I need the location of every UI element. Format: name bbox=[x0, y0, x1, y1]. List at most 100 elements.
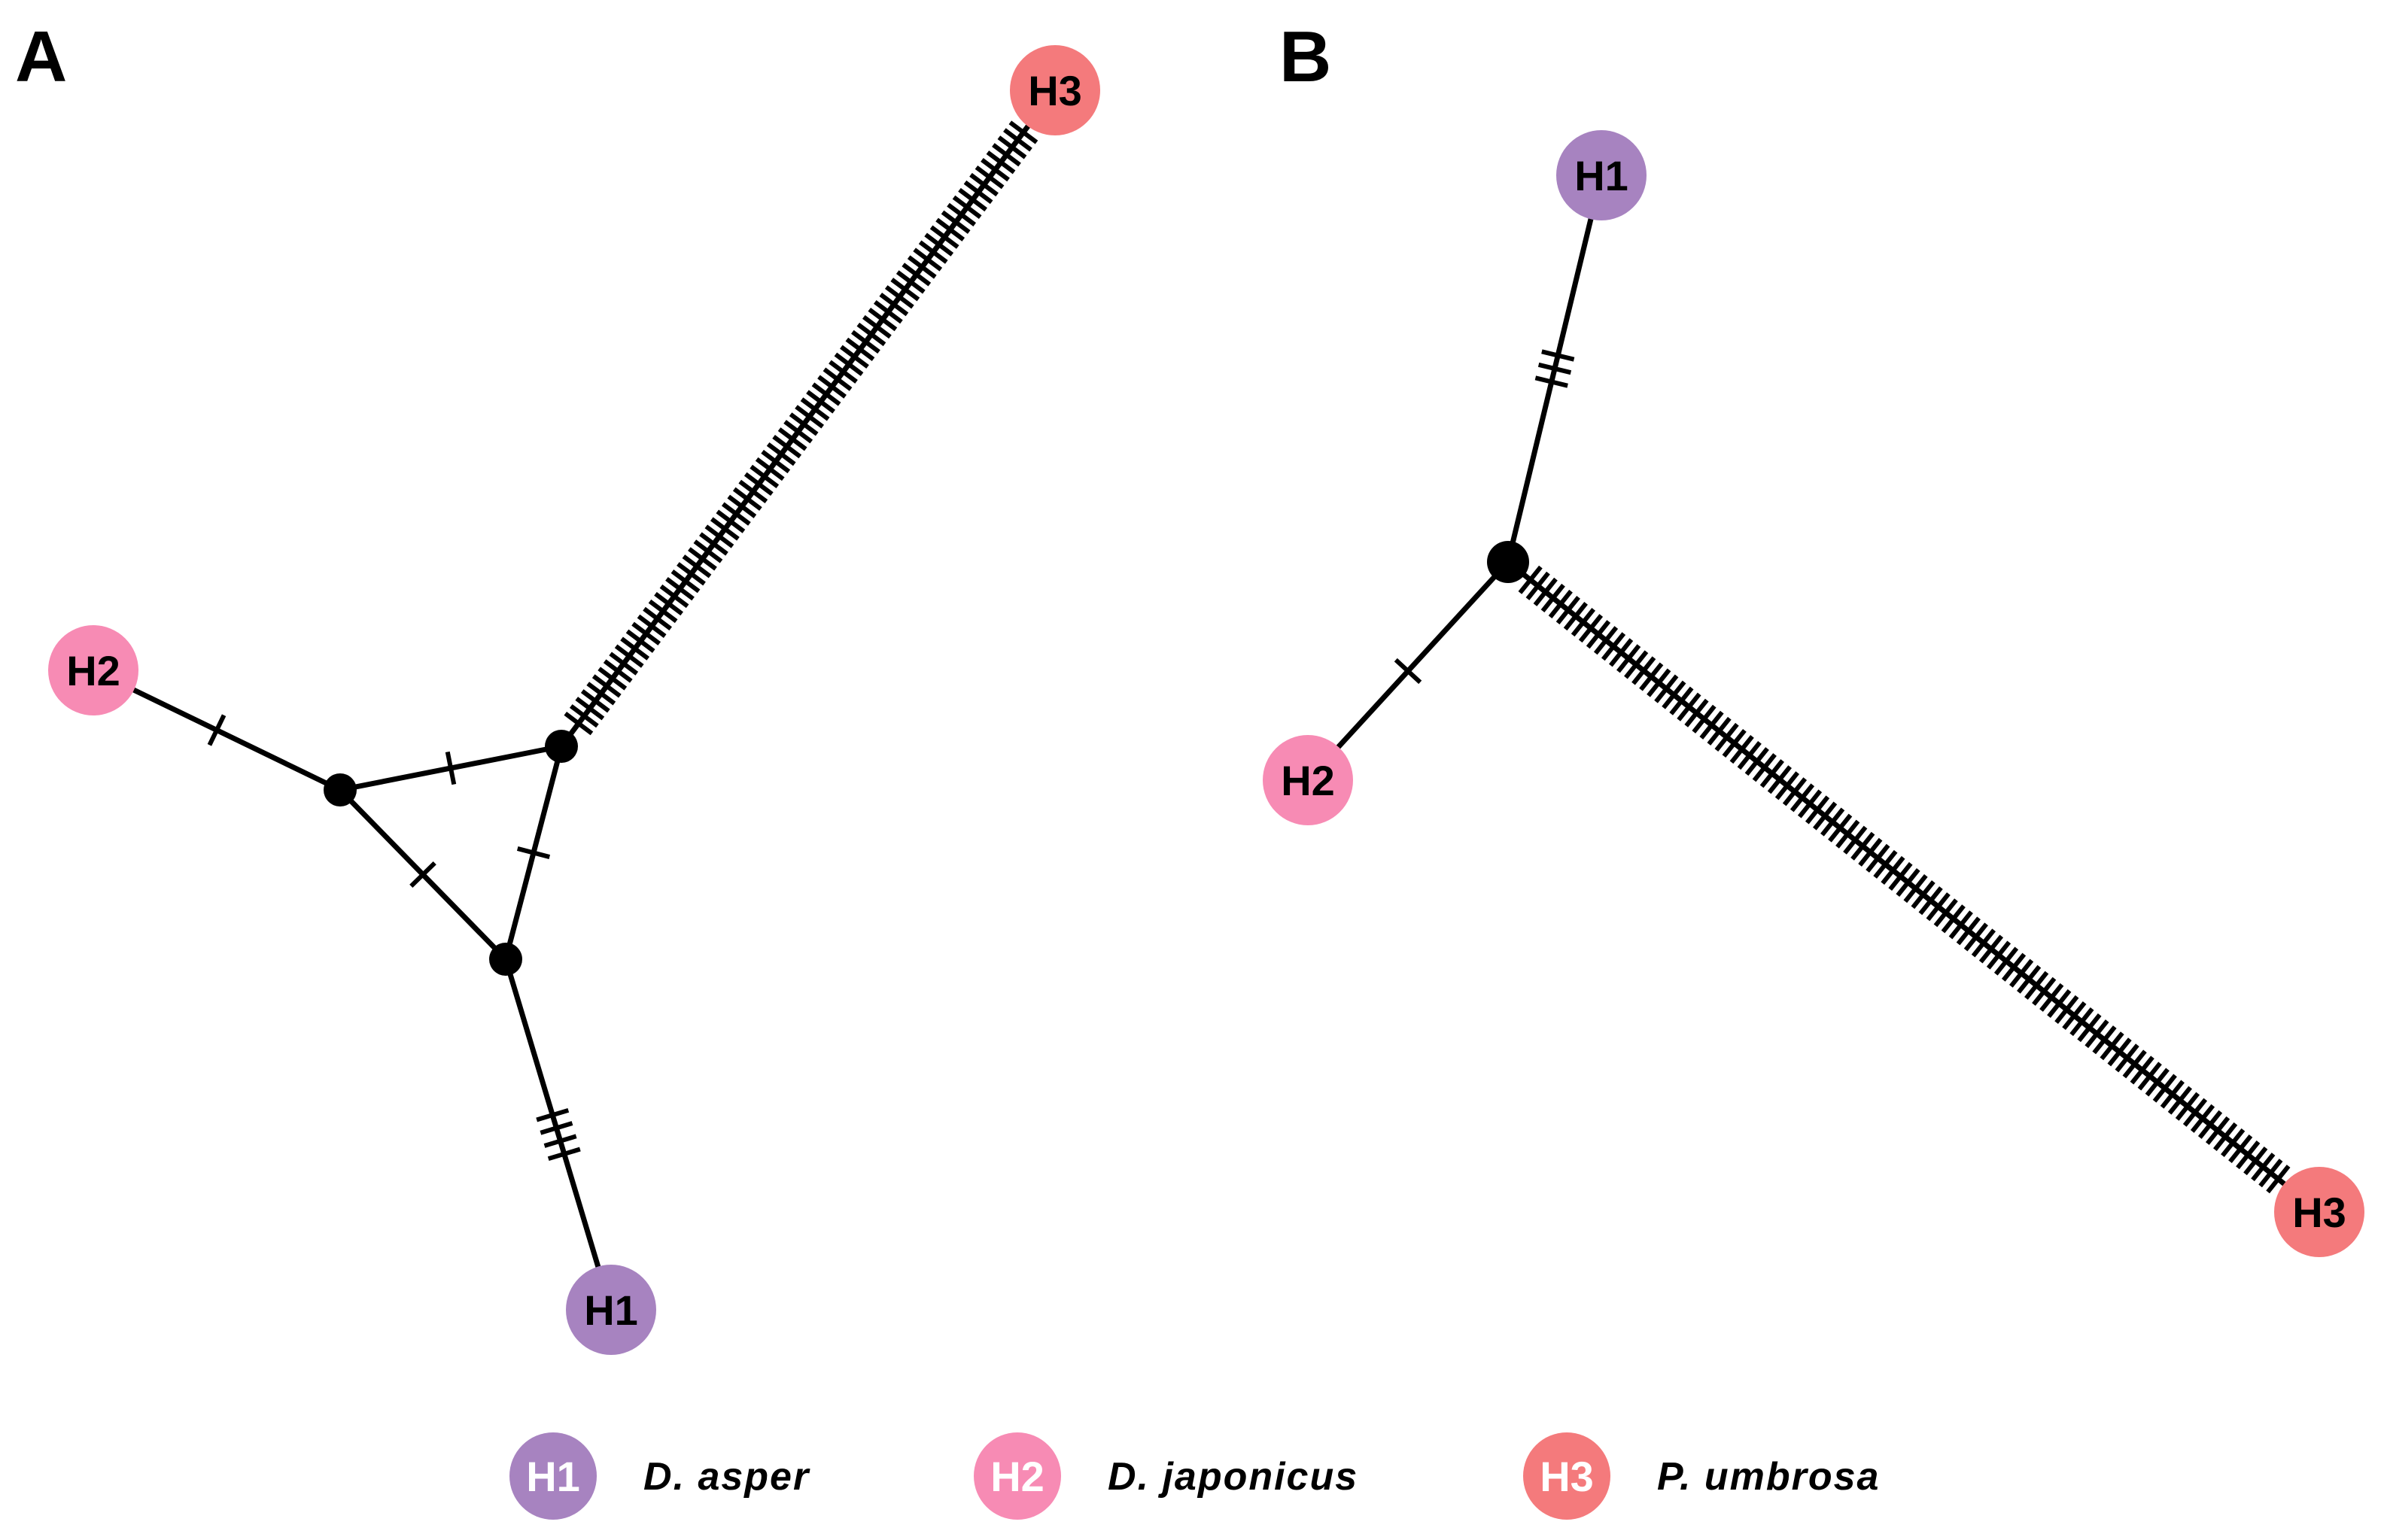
mutation-tick bbox=[777, 427, 807, 451]
mutation-tick bbox=[732, 487, 762, 511]
mutation-tick bbox=[1956, 916, 1981, 946]
mutation-tick bbox=[743, 472, 774, 497]
panel-label-b: B bbox=[1279, 17, 1331, 97]
mutation-tick bbox=[1394, 658, 1422, 685]
mutation-tick bbox=[795, 405, 824, 429]
mutation-tick bbox=[2039, 983, 2064, 1012]
mutation-tick bbox=[2069, 1007, 2094, 1037]
mutation-tick bbox=[1534, 375, 1568, 388]
mutation-tick bbox=[620, 636, 650, 661]
mutation-tick bbox=[536, 1107, 570, 1122]
legend-haplotype-label: H1 bbox=[526, 1453, 580, 1500]
mutation-tick bbox=[907, 255, 937, 279]
mutation-tick bbox=[1941, 904, 1966, 934]
mutation-tick bbox=[670, 570, 701, 594]
mutation-tick bbox=[2236, 1140, 2261, 1170]
mutation-tick bbox=[884, 285, 914, 309]
mutation-tick bbox=[845, 337, 875, 361]
mutation-tick bbox=[1601, 632, 1626, 661]
mutation-tick bbox=[1978, 934, 2004, 964]
mutation-tick bbox=[1563, 601, 1588, 631]
mutation-tick bbox=[851, 330, 880, 354]
mutation-tick bbox=[2001, 952, 2027, 982]
mutation-tick bbox=[637, 614, 667, 638]
mutation-tick bbox=[1820, 807, 1845, 837]
mutation-tick bbox=[823, 367, 853, 391]
mutation-tick bbox=[1571, 608, 1596, 637]
mutation-tick bbox=[1555, 595, 1580, 625]
mutation-tick bbox=[1639, 662, 1664, 691]
mutation-tick bbox=[1616, 644, 1641, 673]
haplotype-label: H1 bbox=[584, 1286, 638, 1334]
mutation-tick bbox=[2197, 1110, 2223, 1139]
mutation-tick bbox=[2008, 958, 2034, 988]
mutation-tick bbox=[1790, 783, 1815, 813]
mutation-tick bbox=[992, 143, 1021, 167]
haplotype-circle bbox=[1263, 735, 1353, 825]
haplotype-circle bbox=[566, 1265, 656, 1355]
mutation-tick bbox=[1767, 765, 1792, 794]
mutation-tick bbox=[1828, 813, 1853, 843]
mutation-tick bbox=[1903, 874, 1928, 904]
mutation-tick bbox=[1986, 940, 2012, 970]
mutation-tick bbox=[2024, 970, 2049, 1000]
median-vector-node bbox=[324, 773, 357, 806]
mutation-tick bbox=[2160, 1080, 2185, 1109]
panel-a-nodes: H1 H2 H3 bbox=[48, 45, 1100, 1355]
mutation-tick bbox=[1578, 614, 1604, 643]
mutation-tick bbox=[2077, 1013, 2102, 1043]
mutation-tick bbox=[569, 704, 599, 728]
legend-species-name: P. umbrosa bbox=[1657, 1455, 1880, 1499]
mutation-tick bbox=[625, 629, 655, 653]
mutation-tick bbox=[1692, 704, 1717, 734]
mutation-tick bbox=[1669, 686, 1694, 715]
mutation-tick bbox=[1896, 867, 1920, 898]
haplotype-node-h2: H2 bbox=[48, 625, 138, 715]
mutation-tick bbox=[1684, 698, 1709, 727]
edge-line bbox=[503, 956, 614, 1313]
mutation-tick bbox=[969, 172, 999, 197]
panel-a-edges bbox=[90, 87, 1058, 1313]
mutation-tick bbox=[540, 1121, 573, 1135]
edge-mA3-H1 bbox=[503, 956, 614, 1313]
mutation-tick bbox=[1525, 571, 1550, 600]
mutation-tick bbox=[699, 532, 728, 556]
mutation-tick bbox=[710, 517, 740, 541]
mutation-tick bbox=[913, 248, 943, 272]
legend-species-name: D. japonicus bbox=[1108, 1455, 1358, 1499]
mutation-tick bbox=[2205, 1116, 2230, 1145]
haplotype-label: H2 bbox=[66, 647, 120, 694]
mutation-tick bbox=[1963, 922, 1988, 952]
mutation-tick bbox=[750, 464, 780, 489]
mutation-tick bbox=[789, 412, 819, 436]
mutation-tick bbox=[704, 524, 734, 548]
mutation-tick bbox=[1805, 795, 1830, 825]
edge-mA1-mA3 bbox=[337, 787, 509, 962]
haplotype-label: H3 bbox=[1028, 67, 1082, 114]
mutation-tick bbox=[1729, 734, 1754, 764]
mutation-tick bbox=[829, 360, 858, 384]
mutation-tick bbox=[834, 352, 864, 376]
mutation-tick bbox=[856, 322, 886, 347]
legend-swatch bbox=[509, 1432, 597, 1520]
mutation-tick bbox=[1993, 946, 2019, 976]
mutation-tick bbox=[902, 263, 932, 287]
mutation-tick bbox=[935, 217, 965, 241]
mutation-tick bbox=[665, 576, 695, 601]
mutation-tick bbox=[761, 449, 791, 474]
mutation-tick bbox=[1631, 656, 1656, 685]
mutation-tick bbox=[1926, 892, 1951, 922]
mutation-tick bbox=[2152, 1074, 2177, 1103]
haplotype-label: H1 bbox=[1574, 152, 1628, 199]
mutation-tick bbox=[918, 240, 948, 264]
legend-swatch bbox=[974, 1432, 1061, 1520]
haplotype-label: H3 bbox=[2292, 1189, 2346, 1236]
mutation-tick bbox=[868, 307, 898, 332]
mutation-tick bbox=[1835, 819, 1860, 849]
mutation-tick bbox=[543, 1134, 577, 1148]
mutation-tick bbox=[2137, 1062, 2162, 1091]
mutation-tick bbox=[2100, 1031, 2124, 1061]
